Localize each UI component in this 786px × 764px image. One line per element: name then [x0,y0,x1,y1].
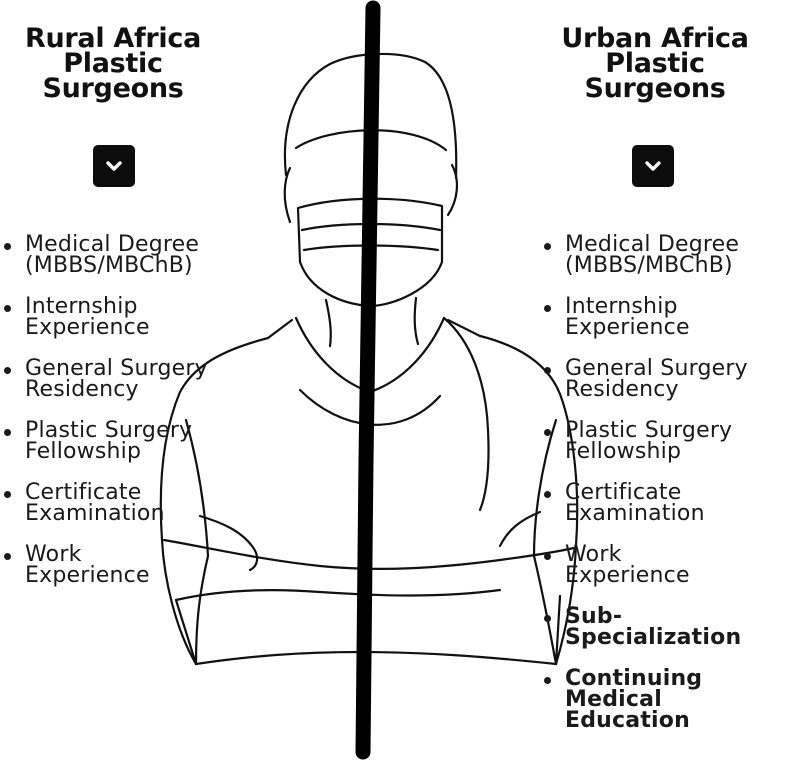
chevron-down-icon [645,161,661,171]
list-item: Certificate Examination [0,482,250,525]
list-item: Plastic Surgery Fellowship [0,420,250,463]
list-item: General Surgery Residency [540,358,786,401]
stethoscope [442,316,490,512]
list-item: Internship Experience [540,296,786,339]
rural-requirements-list: Medical Degree (MBBS/MBChB) Internship E… [0,234,250,606]
left-hand [198,514,259,572]
list-item: Internship Experience [0,296,250,339]
list-item: Medical Degree (MBBS/MBChB) [540,234,786,277]
rural-expand-button[interactable] [93,145,135,187]
title-line: Surgeons [584,73,726,104]
center-divider [355,0,381,760]
face-mask [296,197,444,308]
title-line: Surgeons [42,73,184,104]
rural-column-title: Rural Africa Plastic Surgeons [4,23,222,104]
chevron-down-icon [106,161,122,171]
title-line: Urban Africa [561,23,749,54]
list-item: Plastic Surgery Fellowship [540,420,786,463]
urban-expand-button[interactable] [632,145,674,187]
list-item: Medical Degree (MBBS/MBChB) [0,234,250,277]
urban-requirements-list: Medical Degree (MBBS/MBChB) Internship E… [540,234,786,751]
list-item: Certificate Examination [540,482,786,525]
list-item: General Surgery Residency [0,358,250,401]
title-line: Plastic [605,48,705,79]
title-line: Rural Africa [24,23,202,54]
urban-column-title: Urban Africa Plastic Surgeons [542,23,768,104]
list-item: Work Experience [0,544,250,587]
title-line: Plastic [63,48,163,79]
list-item: Continuing Medical Education [540,668,786,732]
list-item: Sub- Specialization [540,606,786,649]
list-item: Work Experience [540,544,786,587]
